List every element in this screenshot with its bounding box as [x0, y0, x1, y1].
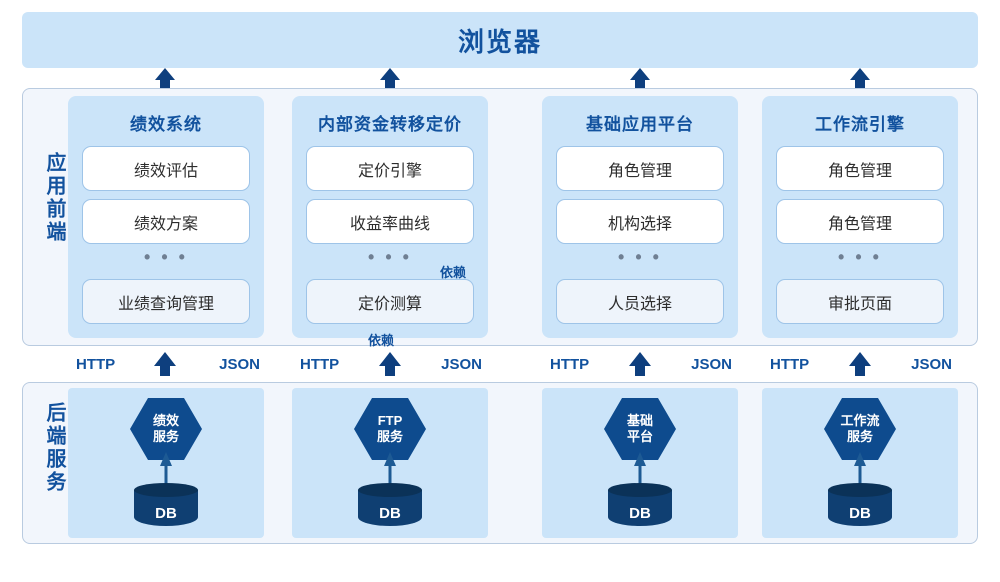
module-box[interactable]: 角色管理: [776, 146, 944, 191]
protocol-http-label: HTTP: [550, 356, 590, 373]
database-top-ellipse: [608, 483, 672, 497]
protocol-http-label: HTTP: [770, 356, 810, 373]
service-column-base-platform[interactable]: 基础 平台 DB: [542, 388, 738, 538]
app-column-performance-system[interactable]: 绩效系统 绩效评估 绩效方案 • • • 业绩查询管理: [68, 96, 264, 338]
browser-banner: 浏览器: [22, 12, 978, 68]
dependency-label-lower: 依赖: [368, 333, 395, 348]
module-box[interactable]: 人员选择: [556, 279, 724, 324]
module-box[interactable]: 定价引擎: [306, 146, 474, 191]
database-top-ellipse: [134, 483, 198, 497]
module-box[interactable]: 定价测算: [306, 279, 474, 324]
app-column-base-platform[interactable]: 基础应用平台 角色管理 机构选择 • • • 人员选择: [542, 96, 738, 338]
backend-layer-label: 后端服务: [43, 402, 65, 494]
database-label: DB: [379, 504, 401, 522]
database-top-ellipse: [828, 483, 892, 497]
protocol-json-label: JSON: [441, 356, 482, 373]
app-column-title: 内部资金转移定价: [318, 115, 462, 134]
module-box[interactable]: 收益率曲线: [306, 199, 474, 244]
service-name-line2: 服务: [846, 429, 873, 444]
more-modules-ellipsis: • • •: [368, 247, 412, 267]
app-column-ftp[interactable]: 内部资金转移定价 定价引擎 收益率曲线 • • • 定价测算: [292, 96, 488, 338]
service-name-line2: 服务: [152, 429, 179, 444]
protocol-json-label: JSON: [911, 356, 952, 373]
service-hexagon[interactable]: 基础 平台: [604, 398, 676, 460]
database-label: DB: [849, 504, 871, 522]
service-name-line1: 工作流: [840, 413, 880, 429]
database-label: DB: [629, 504, 651, 522]
service-column-performance[interactable]: 绩效 服务 DB: [68, 388, 264, 538]
browser-banner-title: 浏览器: [457, 26, 542, 57]
service-hexagon[interactable]: FTP 服务: [354, 398, 426, 460]
service-name-line1: FTP: [377, 413, 403, 429]
database-label: DB: [155, 504, 177, 522]
module-box[interactable]: 绩效方案: [82, 199, 250, 244]
app-column-title: 基础应用平台: [586, 115, 694, 134]
module-box[interactable]: 角色管理: [556, 146, 724, 191]
module-box[interactable]: 业绩查询管理: [82, 279, 250, 324]
dependency-label-upper: 依赖: [440, 265, 467, 280]
module-box[interactable]: 绩效评估: [82, 146, 250, 191]
more-modules-ellipsis: • • •: [618, 247, 662, 267]
protocol-arrows: [154, 352, 871, 376]
protocol-http-label: HTTP: [76, 356, 116, 373]
database-cylinder[interactable]: DB: [134, 483, 198, 529]
service-name-line1: 绩效: [152, 413, 179, 429]
protocol-json-label: JSON: [219, 356, 260, 373]
service-name-line2: 平台: [626, 429, 653, 444]
service-column-workflow[interactable]: 工作流 服务 DB: [762, 388, 958, 538]
database-cylinder[interactable]: DB: [828, 483, 892, 529]
frontend-layer-label: 应用前端: [43, 152, 65, 244]
service-name-line1: 基础: [626, 413, 653, 429]
app-column-title: 绩效系统: [130, 115, 202, 134]
database-cylinder[interactable]: DB: [608, 483, 672, 529]
app-column-workflow-engine[interactable]: 工作流引擎 角色管理 角色管理 • • • 审批页面: [762, 96, 958, 338]
service-name-line2: 服务: [376, 429, 403, 444]
more-modules-ellipsis: • • •: [144, 247, 188, 267]
app-column-title: 工作流引擎: [815, 115, 905, 134]
more-modules-ellipsis: • • •: [838, 247, 882, 267]
service-hexagon[interactable]: 绩效 服务: [130, 398, 202, 460]
database-top-ellipse: [358, 483, 422, 497]
protocol-http-label: HTTP: [300, 356, 340, 373]
module-box[interactable]: 角色管理: [776, 199, 944, 244]
module-box[interactable]: 审批页面: [776, 279, 944, 324]
protocol-json-label: JSON: [691, 356, 732, 373]
browser-uplink-arrows: [155, 68, 870, 90]
module-box[interactable]: 机构选择: [556, 199, 724, 244]
database-cylinder[interactable]: DB: [358, 483, 422, 529]
service-hexagon[interactable]: 工作流 服务: [824, 398, 896, 460]
service-column-ftp[interactable]: FTP 服务 DB: [292, 388, 488, 538]
